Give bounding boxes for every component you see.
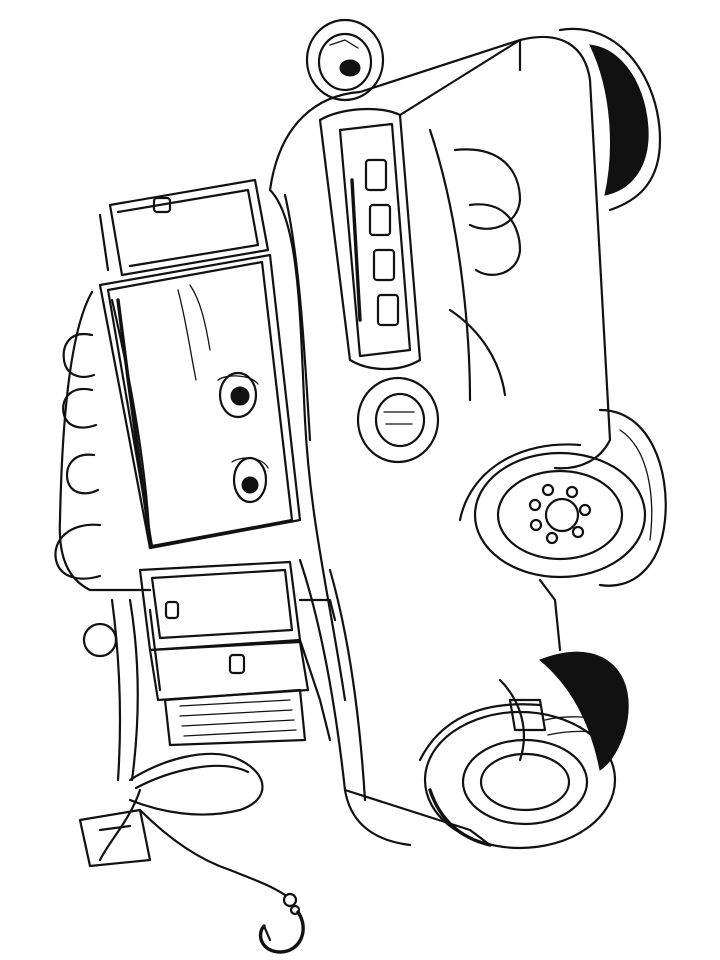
eye-left — [217, 371, 259, 419]
fender-rear — [343, 578, 562, 847]
headlight-middle — [356, 376, 440, 464]
tow-cable — [98, 752, 301, 916]
wheel-top — [558, 27, 662, 212]
rear-bed — [138, 560, 337, 742]
roof-lights — [54, 332, 102, 580]
eye-right — [231, 456, 269, 504]
windshield — [106, 260, 294, 548]
wheel-front — [458, 408, 667, 587]
wheel-rear — [418, 651, 629, 850]
headlight-top — [305, 18, 385, 102]
tow-boom — [78, 598, 307, 868]
top-panel — [98, 178, 270, 277]
hood — [398, 35, 612, 470]
grille — [318, 107, 422, 370]
body-panel — [268, 38, 522, 847]
tow-hook-icon — [258, 910, 305, 954]
